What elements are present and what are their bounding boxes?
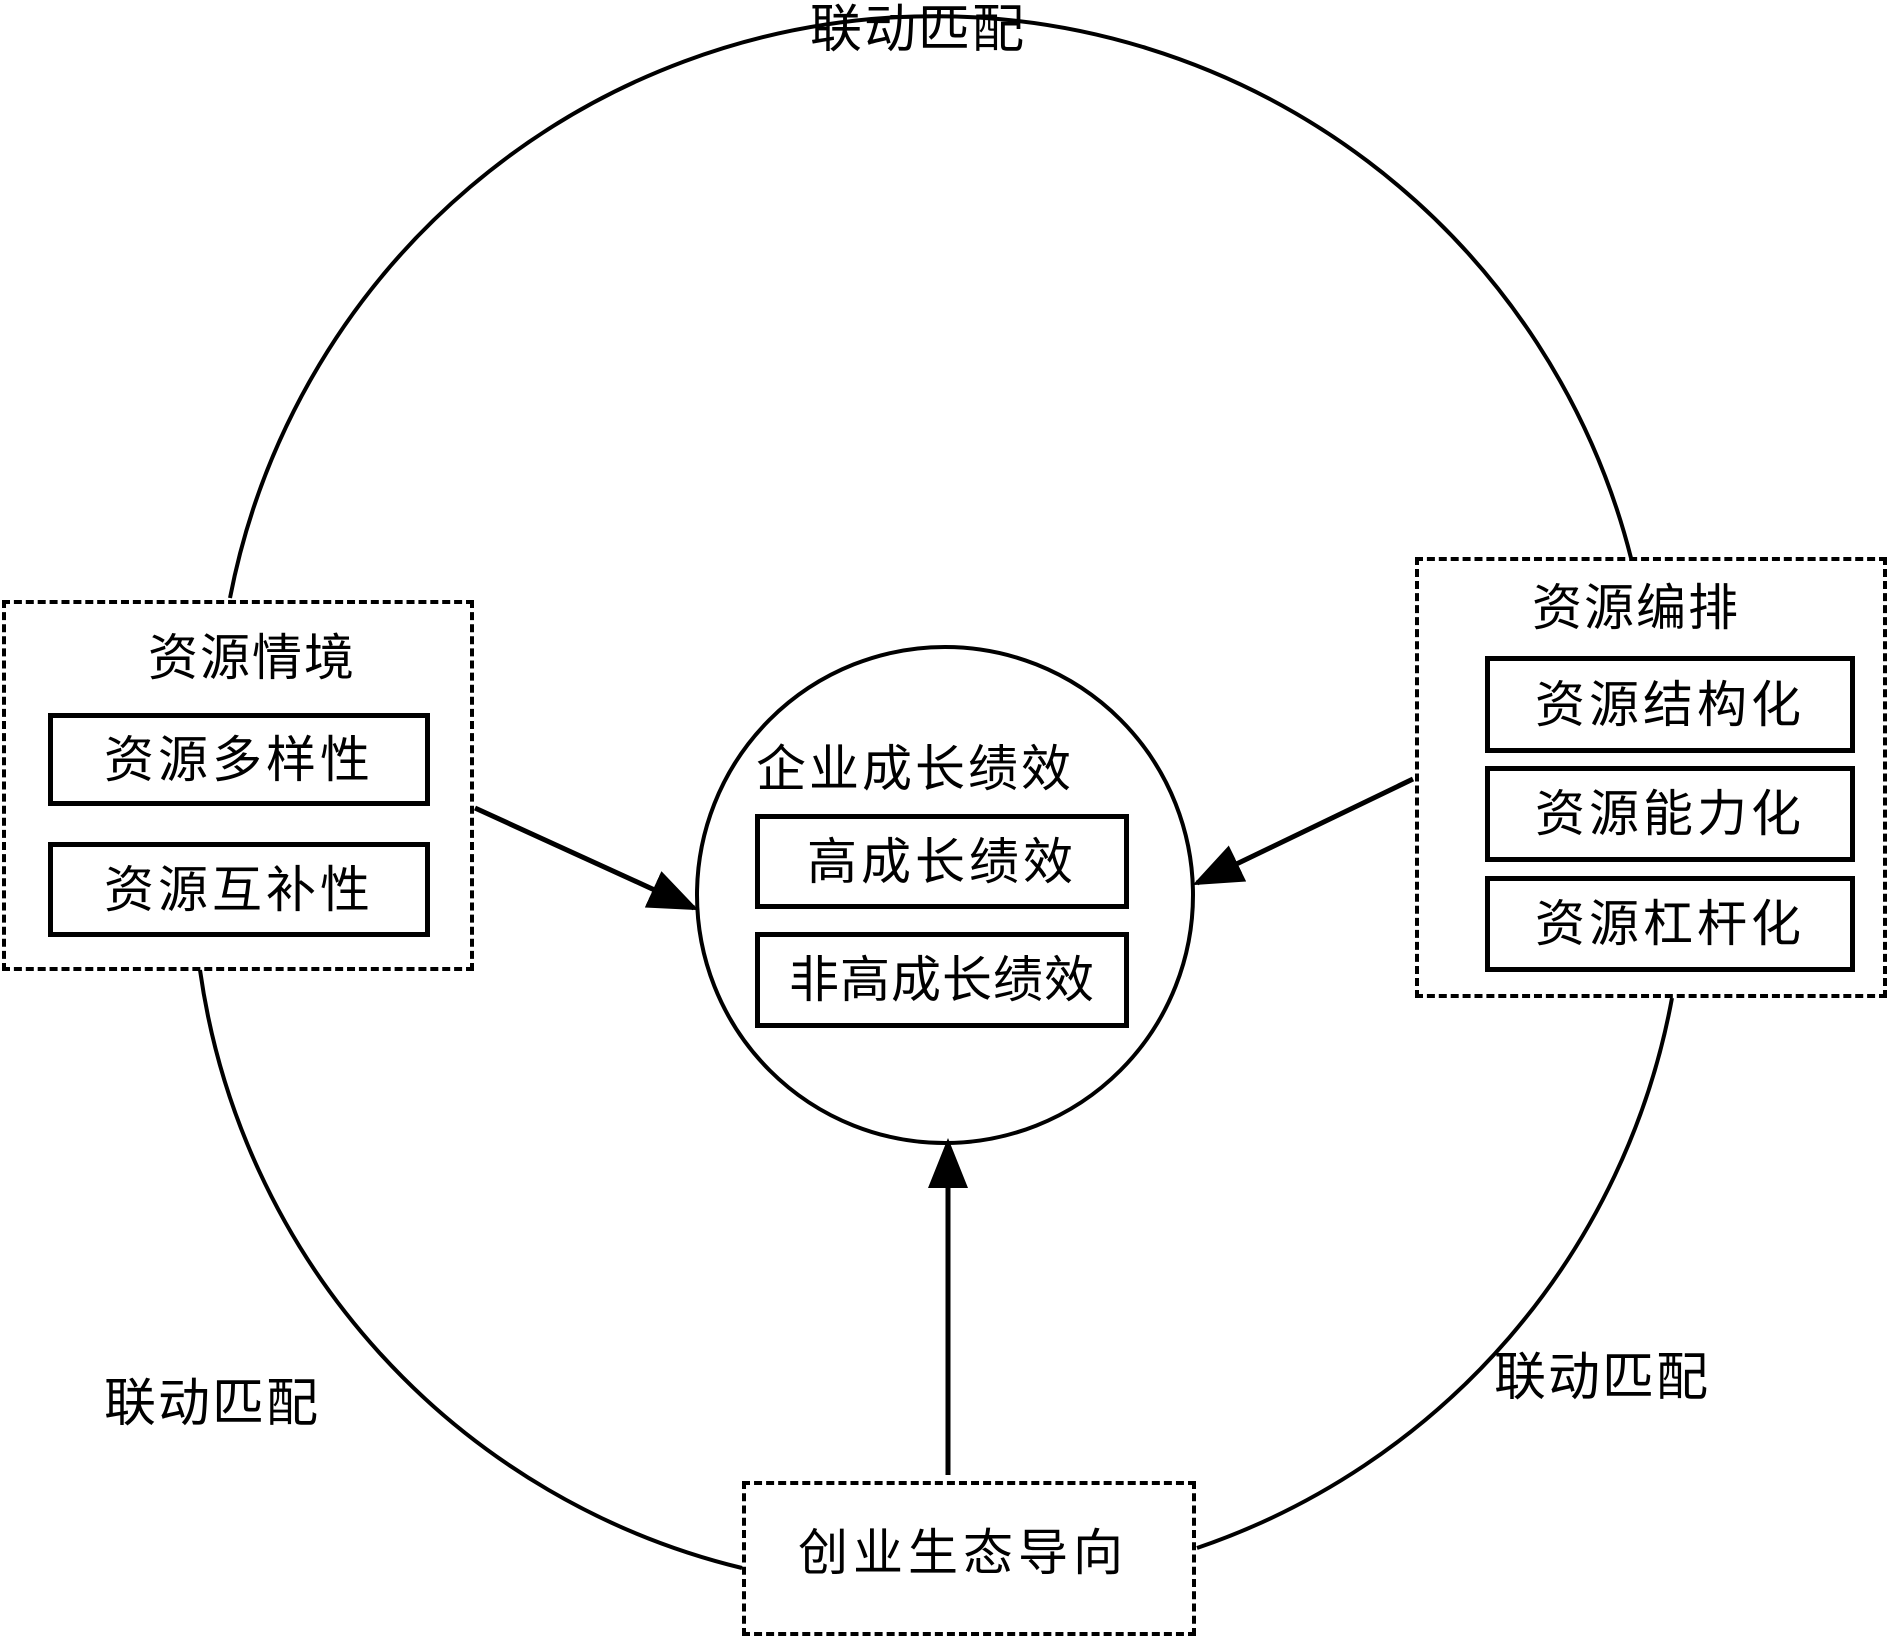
resource-diversity-label: 资源多样性 (104, 730, 374, 789)
high-growth-label: 高成长绩效 (807, 832, 1077, 891)
resource-orchestration-group (1415, 557, 1887, 998)
ecosystem-orientation-group (742, 1481, 1196, 1636)
arrow-right-to-center (1192, 776, 1415, 886)
non-high-growth-label: 非高成长绩效 (789, 951, 1095, 1009)
resource-diversity-box: 资源多样性 (48, 713, 430, 806)
cycle-label-bottom-right: 联动匹配 (1494, 1348, 1711, 1408)
resource-context-group (2, 600, 474, 971)
resource-context-title: 资源情境 (148, 629, 356, 687)
arrow-left-to-center (473, 805, 699, 911)
resource-structuring-label: 资源结构化 (1535, 675, 1805, 734)
resource-complementarity-box: 资源互补性 (48, 842, 430, 937)
high-growth-box: 高成长绩效 (755, 814, 1129, 909)
growth-performance-title: 企业成长绩效 (756, 740, 1074, 798)
resource-complementarity-label: 资源互补性 (104, 860, 374, 919)
resource-leveraging-label: 资源杠杆化 (1535, 895, 1805, 953)
cycle-label-top: 联动匹配 (810, 0, 1027, 60)
resource-capability-box: 资源能力化 (1485, 766, 1855, 862)
ecosystem-orientation-title: 创业生态导向 (798, 1524, 1128, 1582)
resource-orchestration-title: 资源编排 (1532, 579, 1740, 637)
resource-structuring-box: 资源结构化 (1485, 656, 1855, 753)
resource-leveraging-box: 资源杠杆化 (1485, 876, 1855, 972)
cycle-arc-right (1196, 997, 1674, 1550)
non-high-growth-box: 非高成长绩效 (755, 932, 1129, 1028)
resource-capability-label: 资源能力化 (1535, 785, 1805, 843)
cycle-label-bottom-left: 联动匹配 (104, 1374, 321, 1434)
cycle-arc-left (198, 969, 743, 1570)
cycle-arc-top (228, 14, 1633, 599)
